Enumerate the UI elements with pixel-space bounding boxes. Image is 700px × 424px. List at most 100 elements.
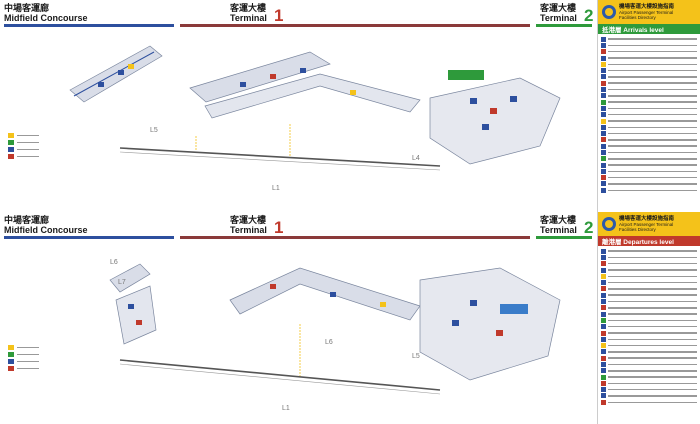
list-item[interactable] xyxy=(601,324,697,330)
airport-logo-icon xyxy=(602,217,616,231)
list-item[interactable] xyxy=(601,99,697,105)
list-item[interactable] xyxy=(601,55,697,61)
list-item[interactable] xyxy=(601,93,697,99)
arrivals-level-banner: 抵港層 Arrivals level xyxy=(598,24,700,34)
facility-icon xyxy=(601,61,606,67)
people-mover-track xyxy=(119,124,441,171)
facility-icon xyxy=(601,361,606,367)
facility-icon xyxy=(601,118,606,124)
terminal1-pier xyxy=(229,267,421,321)
list-item[interactable] xyxy=(601,156,697,162)
map-legend xyxy=(8,344,39,372)
list-item[interactable] xyxy=(601,137,697,143)
list-item[interactable] xyxy=(601,130,697,137)
list-item[interactable] xyxy=(601,355,697,361)
level-label: L1 xyxy=(282,405,290,412)
list-item[interactable] xyxy=(601,162,697,168)
facility-icon xyxy=(601,105,606,111)
facilities-directory-departures: 機場客運大樓設施指南 Airport Passenger Terminal Fa… xyxy=(597,212,700,424)
list-item[interactable] xyxy=(601,143,697,149)
list-item[interactable] xyxy=(601,305,697,311)
facility-icon xyxy=(601,74,606,80)
facility-icon xyxy=(601,305,606,311)
list-item[interactable] xyxy=(601,342,697,349)
facility-icon xyxy=(601,131,606,137)
facility-icon xyxy=(601,168,606,174)
list-item[interactable] xyxy=(601,387,697,393)
list-item[interactable] xyxy=(601,149,697,155)
facility-icon xyxy=(601,112,606,118)
level-label: L1 xyxy=(272,185,280,192)
facility-icon xyxy=(601,93,606,99)
facility-icon xyxy=(601,175,606,181)
facility-icon xyxy=(601,393,606,399)
list-item[interactable] xyxy=(601,67,697,74)
list-item[interactable] xyxy=(601,261,697,267)
facility-icon xyxy=(601,380,606,386)
terminal1-header: 客運大樓 Terminal 1 xyxy=(230,3,284,25)
terminal2-band xyxy=(536,236,592,239)
list-item[interactable] xyxy=(601,118,697,124)
list-item[interactable] xyxy=(601,112,697,118)
departures-floor-map[interactable]: L6 L7 L6 L5 L1 xyxy=(0,240,596,424)
list-item[interactable] xyxy=(601,124,697,130)
list-item[interactable] xyxy=(601,279,697,286)
terminal2-number: 2 xyxy=(584,218,594,237)
list-item[interactable] xyxy=(601,330,697,336)
arrivals-floor-map[interactable]: L5 L1 L4 xyxy=(0,28,596,212)
list-item[interactable] xyxy=(601,105,697,111)
list-item[interactable] xyxy=(601,349,697,355)
departures-map-panel: 中場客運廊 Midfield Concourse 客運大樓 Terminal 1… xyxy=(0,212,596,424)
list-item[interactable] xyxy=(601,267,697,273)
facility-icon xyxy=(601,273,606,279)
list-item[interactable] xyxy=(601,187,697,193)
facility-icon xyxy=(601,280,606,286)
facility-icon xyxy=(601,374,606,380)
list-item[interactable] xyxy=(601,254,697,260)
list-item[interactable] xyxy=(601,49,697,55)
list-item[interactable] xyxy=(601,80,697,86)
map-legend xyxy=(8,132,39,160)
list-item[interactable] xyxy=(601,374,697,380)
list-item[interactable] xyxy=(601,74,697,80)
level-label: L7 xyxy=(118,279,126,286)
list-item[interactable] xyxy=(601,399,697,405)
list-item[interactable] xyxy=(601,286,697,292)
list-item[interactable] xyxy=(601,175,697,181)
midfield-band xyxy=(4,236,174,239)
arrivals-map-panel: 中場客運廊 Midfield Concourse 客運大樓 Terminal 1… xyxy=(0,0,596,212)
facility-list xyxy=(598,246,700,407)
terminal1-pier xyxy=(189,51,421,119)
facility-icon xyxy=(601,349,606,355)
list-item[interactable] xyxy=(601,42,697,48)
facilities-directory-arrivals: 機場客運大樓設施指南 Airport Passenger Terminal Fa… xyxy=(597,0,700,212)
facility-icon xyxy=(601,387,606,393)
list-item[interactable] xyxy=(601,317,697,323)
list-item[interactable] xyxy=(601,393,697,399)
list-item[interactable] xyxy=(601,311,697,317)
list-item[interactable] xyxy=(601,273,697,279)
facility-icon xyxy=(601,42,606,48)
level-label: L4 xyxy=(412,155,420,162)
list-item[interactable] xyxy=(601,181,697,187)
facility-icon xyxy=(601,368,606,374)
list-item[interactable] xyxy=(601,61,697,67)
list-item[interactable] xyxy=(601,380,697,386)
list-item[interactable] xyxy=(601,248,697,254)
list-item[interactable] xyxy=(601,292,697,298)
list-item[interactable] xyxy=(601,336,697,342)
midfield-concourse-pier xyxy=(109,263,157,345)
facility-icon xyxy=(601,254,606,260)
list-item[interactable] xyxy=(601,36,697,42)
list-item[interactable] xyxy=(601,368,697,374)
facility-icon xyxy=(601,124,606,130)
facility-icon xyxy=(601,330,606,336)
list-item[interactable] xyxy=(601,168,697,174)
midfield-header: 中場客運廊 Midfield Concourse xyxy=(4,215,88,235)
list-item[interactable] xyxy=(601,361,697,367)
level-label: L6 xyxy=(325,339,333,346)
facility-icon xyxy=(601,336,606,342)
list-item[interactable] xyxy=(601,298,697,305)
airport-logo-icon xyxy=(602,5,616,19)
list-item[interactable] xyxy=(601,86,697,93)
